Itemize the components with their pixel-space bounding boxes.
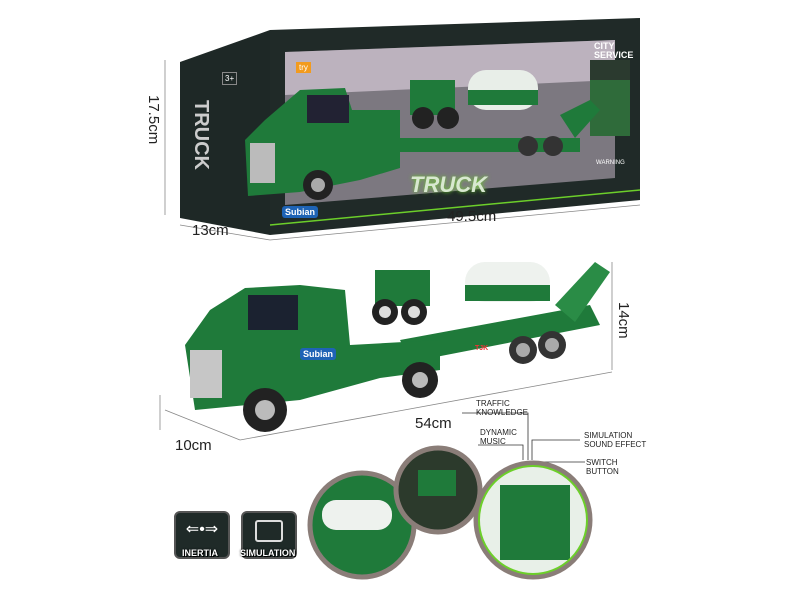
feature-switch-button: SWITCH BUTTON bbox=[586, 458, 619, 476]
box-height-label: 17.5cm bbox=[145, 95, 162, 145]
truck-door-logo: Subian bbox=[300, 348, 337, 360]
box-logo: TRUCK bbox=[410, 172, 487, 197]
inertia-badge: ⇐•⇒ bbox=[174, 511, 230, 559]
series-label: CITY SERVICE bbox=[594, 41, 634, 60]
inertia-label: INERTIA bbox=[182, 548, 218, 558]
truck-icon bbox=[255, 520, 283, 542]
simulation-badge bbox=[241, 511, 297, 559]
truck-length-label: 54cm bbox=[415, 415, 452, 432]
feature-dynamic-music: DYNAMIC MUSIC bbox=[480, 428, 517, 446]
arrows-icon: ⇐•⇒ bbox=[185, 521, 219, 538]
box-side-title: TRUCK bbox=[190, 100, 212, 170]
box-length-label: 49.5cm bbox=[447, 208, 497, 225]
truck-image bbox=[185, 262, 610, 432]
age-badge: 3+ bbox=[222, 72, 238, 85]
brand-logo: Subian bbox=[282, 206, 319, 218]
box-truck-image bbox=[245, 70, 600, 200]
dimension-lines bbox=[159, 60, 641, 441]
box-depth-label: 13cm bbox=[192, 222, 229, 239]
simulation-label: SIMULATION bbox=[240, 548, 296, 558]
try-badge[interactable]: try bbox=[296, 62, 311, 73]
callout-lines bbox=[462, 412, 585, 470]
detail-circles bbox=[307, 445, 593, 580]
truck-height-label: 14cm bbox=[615, 302, 632, 339]
warning-label: WARNING bbox=[596, 160, 625, 166]
feature-simulation-sound: SIMULATION SOUND EFFECT bbox=[584, 431, 647, 449]
feature-traffic-knowledge: TRAFFIC KNOWLEDGE bbox=[476, 399, 529, 417]
trailer-mark: TJK bbox=[475, 345, 489, 352]
truck-depth-label: 10cm bbox=[175, 437, 212, 454]
